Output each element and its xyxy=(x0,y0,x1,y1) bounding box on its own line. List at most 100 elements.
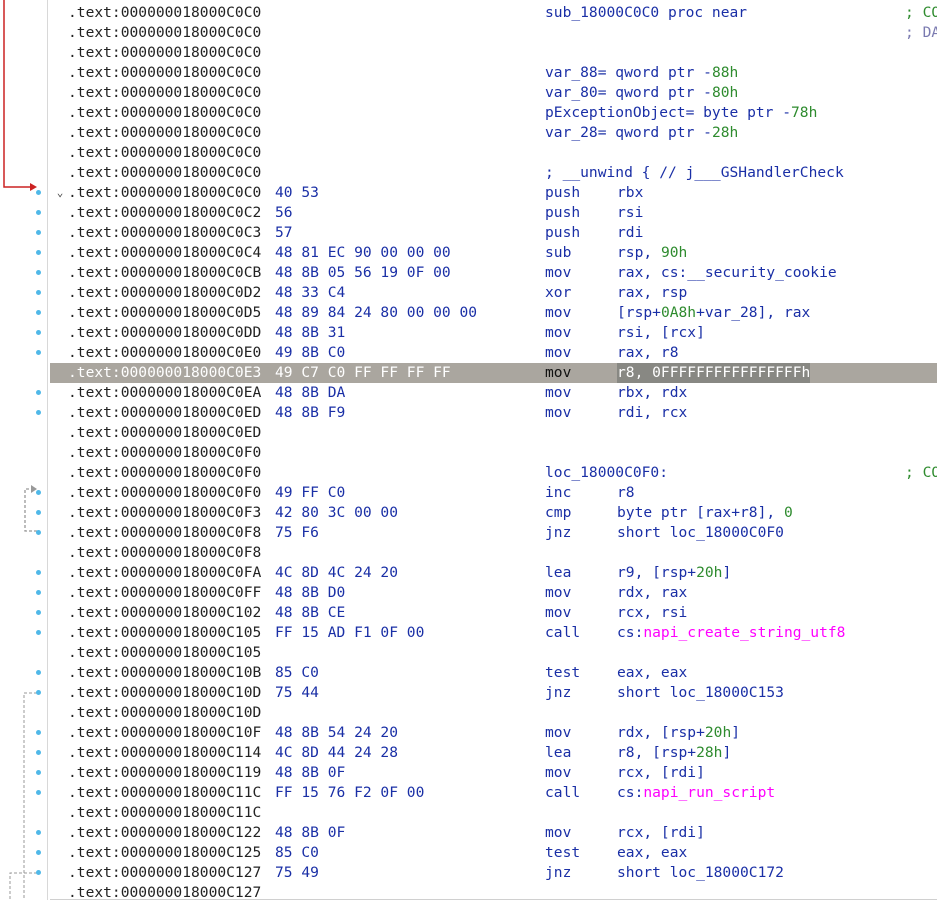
xref-comment[interactable]: ; CO xyxy=(905,464,937,481)
instruction-mnemonic[interactable]: mov xyxy=(545,584,572,601)
row-address[interactable]: .text:000000018000C122 xyxy=(68,824,262,841)
instruction-operands[interactable]: short loc_18000C172 xyxy=(617,864,784,881)
instruction-operands[interactable]: rcx, [rdi] xyxy=(617,764,705,781)
instruction-operands[interactable]: rdx, [rsp+20h] xyxy=(617,724,741,741)
instruction-mnemonic[interactable]: push xyxy=(545,224,581,241)
instruction-operands[interactable]: rsi xyxy=(617,204,644,221)
instruction-mnemonic[interactable]: mov xyxy=(545,404,572,421)
row-address[interactable]: .text:000000018000C0D5 xyxy=(68,304,262,321)
breakpoint-dot-icon[interactable] xyxy=(36,390,41,395)
instruction-mnemonic[interactable]: sub xyxy=(545,244,572,261)
listing-row[interactable]: .text:000000018000C0C0 xyxy=(50,43,937,63)
row-address[interactable]: .text:000000018000C0F0 xyxy=(68,464,262,481)
row-address[interactable]: .text:000000018000C11C xyxy=(68,804,262,821)
row-label[interactable]: pExceptionObject= byte ptr -78h xyxy=(545,104,818,121)
instruction-mnemonic[interactable]: push xyxy=(545,204,581,221)
instruction-mnemonic[interactable]: call xyxy=(545,784,581,801)
instruction-mnemonic[interactable]: mov xyxy=(545,764,572,781)
instruction-mnemonic[interactable]: xor xyxy=(545,284,572,301)
instruction-operands[interactable]: cs:napi_create_string_utf8 xyxy=(617,624,846,641)
row-label[interactable]: var_80= qword ptr -80h xyxy=(545,84,739,101)
breakpoint-dot-icon[interactable] xyxy=(36,210,41,215)
breakpoint-dot-icon[interactable] xyxy=(36,230,41,235)
row-address[interactable]: .text:000000018000C127 xyxy=(68,864,262,881)
instruction-operands[interactable]: cs:napi_run_script xyxy=(617,784,776,801)
instruction-operands[interactable]: byte ptr [rax+r8], 0 xyxy=(617,504,793,521)
row-address[interactable]: .text:000000018000C0C0 xyxy=(68,44,262,61)
row-address[interactable]: .text:000000018000C105 xyxy=(68,644,262,661)
instruction-mnemonic[interactable]: lea xyxy=(545,564,572,581)
immediate-value[interactable]: 80h xyxy=(711,84,739,101)
instruction-operands[interactable]: rax, cs:__security_cookie xyxy=(617,264,837,281)
row-address[interactable]: .text:000000018000C10F xyxy=(68,724,262,741)
import-name[interactable]: napi_run_script xyxy=(643,784,776,801)
row-address[interactable]: .text:000000018000C0C0 xyxy=(68,64,262,81)
instruction-mnemonic[interactable]: test xyxy=(545,664,581,681)
row-address[interactable]: .text:000000018000C0C0 xyxy=(68,24,262,41)
immediate-value[interactable]: 0A8h xyxy=(660,304,697,321)
immediate-value[interactable]: 20h xyxy=(704,724,732,741)
breakpoint-dot-icon[interactable] xyxy=(36,790,41,795)
instruction-mnemonic[interactable]: inc xyxy=(545,484,572,501)
breakpoint-dot-icon[interactable] xyxy=(36,570,41,575)
breakpoint-dot-icon[interactable] xyxy=(36,750,41,755)
row-address[interactable]: .text:000000018000C10D xyxy=(68,684,262,701)
row-address[interactable]: .text:000000018000C0F0 xyxy=(68,484,262,501)
row-address[interactable]: .text:000000018000C0F0 xyxy=(68,444,262,461)
row-address[interactable]: .text:000000018000C0ED xyxy=(68,424,262,441)
row-address[interactable]: .text:000000018000C0DD xyxy=(68,324,262,341)
instruction-operands[interactable]: rax, rsp xyxy=(617,284,688,301)
instruction-mnemonic[interactable]: mov xyxy=(545,604,572,621)
instruction-operands[interactable]: r8, 0FFFFFFFFFFFFFFFFh xyxy=(617,363,811,383)
row-address[interactable]: .text:000000018000C0E0 xyxy=(68,344,262,361)
instruction-operands[interactable]: eax, eax xyxy=(617,844,688,861)
instruction-mnemonic[interactable]: mov xyxy=(545,724,572,741)
immediate-value[interactable]: 28h xyxy=(696,744,723,761)
listing-row[interactable]: .text:000000018000C0F8 xyxy=(50,543,937,563)
row-address[interactable]: .text:000000018000C0EA xyxy=(68,384,262,401)
instruction-mnemonic[interactable]: push xyxy=(545,184,581,201)
listing-row[interactable]: .text:000000018000C10D xyxy=(50,703,937,723)
row-address[interactable]: .text:000000018000C0F3 xyxy=(68,504,262,521)
row-label[interactable]: var_88= qword ptr -88h xyxy=(545,64,739,81)
instruction-mnemonic[interactable]: cmp xyxy=(545,504,572,521)
instruction-mnemonic[interactable]: mov xyxy=(545,304,572,321)
row-address[interactable]: .text:000000018000C0C0 xyxy=(68,144,262,161)
instruction-mnemonic[interactable]: call xyxy=(545,624,581,641)
instruction-operands[interactable]: rcx, rsi xyxy=(617,604,688,621)
breakpoint-dot-icon[interactable] xyxy=(36,350,41,355)
immediate-value[interactable]: 20h xyxy=(696,564,723,581)
instruction-operands[interactable]: r8 xyxy=(617,484,635,501)
instruction-operands[interactable]: rdi xyxy=(617,224,644,241)
listing-row[interactable]: .text:000000018000C0C0 var_88= qword ptr … xyxy=(50,63,937,83)
immediate-value[interactable]: 78h xyxy=(791,104,818,121)
xref-comment[interactable]: ; DA xyxy=(905,24,937,41)
row-address[interactable]: .text:000000018000C102 xyxy=(68,604,262,621)
listing-row[interactable]: .text:000000018000C0ED xyxy=(50,423,937,443)
breakpoint-dot-icon[interactable] xyxy=(36,610,41,615)
breakpoint-dot-icon[interactable] xyxy=(36,410,41,415)
row-address[interactable]: .text:000000018000C0C3 xyxy=(68,224,262,241)
import-name[interactable]: napi_create_string_utf8 xyxy=(643,624,846,641)
instruction-operands[interactable]: r8, [rsp+28h] xyxy=(617,744,732,761)
